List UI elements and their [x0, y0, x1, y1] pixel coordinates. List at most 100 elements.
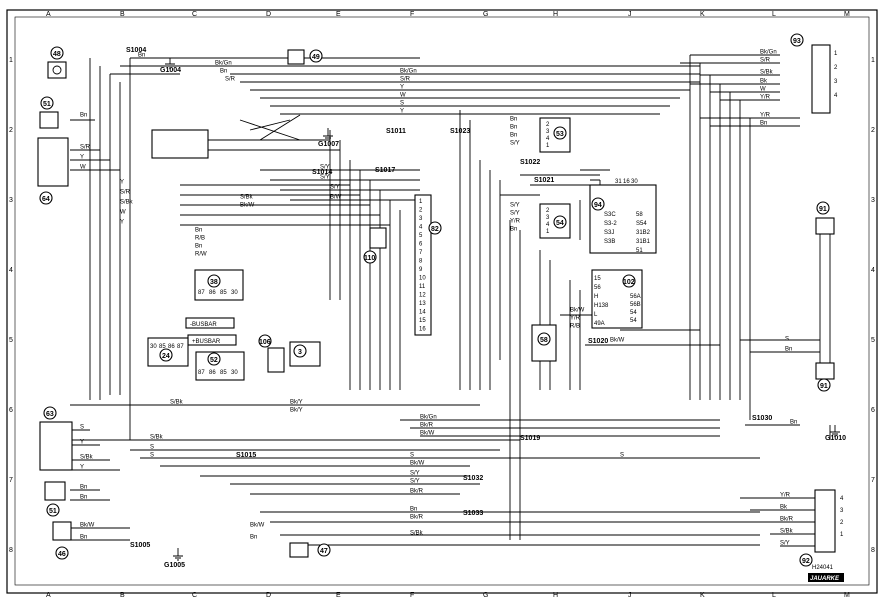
- comp92-pin-1: 1: [840, 532, 844, 538]
- component-106-tag: [258, 334, 272, 348]
- components: [37, 33, 844, 582]
- grid-col-top-E: E: [336, 11, 341, 18]
- wire-label-80: S/Bk: [780, 529, 794, 535]
- ground-g1005-label: G1005: [164, 562, 185, 569]
- grid-col-bottom-A: A: [46, 592, 51, 599]
- relay52-pin-85: 85: [220, 370, 227, 376]
- wire-label-56: Bk/R: [420, 423, 434, 429]
- comp92-pin-3: 3: [840, 508, 844, 514]
- wire-label-73: Bk/W: [80, 523, 95, 529]
- component-47-box: [289, 542, 309, 558]
- wire-label-32: R/W: [195, 252, 207, 258]
- ground-g1004-label: G1004: [160, 67, 181, 74]
- component-94-box: [589, 184, 657, 254]
- comp-48-label: 48: [53, 51, 61, 58]
- comp82-pin-7: 7: [419, 250, 423, 256]
- grid-row-right-1: 1: [871, 57, 875, 64]
- grid-col-top-G: G: [483, 11, 488, 18]
- grid-row-right-3: 3: [871, 197, 875, 204]
- ground-g1005-icon: [173, 548, 183, 561]
- comp54-pin-2: 4: [546, 222, 550, 228]
- component-110-box: [369, 227, 387, 249]
- component-64-box: [37, 137, 69, 187]
- ground-g1010-label: G1010: [825, 435, 846, 442]
- splice-s1014: S1014: [312, 169, 332, 176]
- component-63-box: [39, 421, 73, 471]
- wire-label-60: S/Y: [410, 471, 420, 477]
- splice-s1032: S1032: [463, 475, 483, 482]
- splice-s1017: S1017: [375, 167, 395, 174]
- logo-box: [808, 573, 844, 582]
- grid-row-right-7: 7: [871, 477, 875, 484]
- component-51-bottom-tag: [46, 503, 60, 517]
- wire-label-53: Bk/Y: [290, 400, 303, 406]
- comp-64-label: 64: [42, 196, 50, 203]
- component-58-tag: [537, 332, 551, 346]
- wire-label-21: W: [80, 165, 86, 171]
- component-49-tag: [309, 49, 323, 63]
- wire-label-45: Bk/W: [570, 308, 585, 314]
- busbar-neg-label: -BUSBAR: [190, 322, 217, 328]
- comp-63-label: 63: [46, 411, 54, 418]
- wire-label-77: Y/R: [780, 493, 791, 499]
- component-46-tag: [55, 546, 69, 560]
- ground-g1007-icon: [323, 128, 333, 141]
- wire-label-47: R/B: [570, 324, 580, 330]
- grid-col-top-J: J: [628, 11, 632, 18]
- wire-label-5: S/R: [400, 77, 411, 83]
- component-46-box: [52, 521, 72, 541]
- comp93-pin-4: 4: [834, 93, 838, 99]
- grid-row-left-7: 7: [9, 477, 13, 484]
- wire-label-70: Y: [80, 465, 84, 471]
- splice-s1022: S1022: [520, 159, 540, 166]
- relay52-pin-30: 30: [231, 370, 238, 376]
- comp82-pin-16: 16: [419, 327, 426, 333]
- fuse-block: [151, 129, 209, 159]
- logo-text: JAUARKE: [810, 576, 840, 582]
- splice-s1023: S1023: [450, 128, 470, 135]
- comp82-pin-10: 10: [419, 276, 426, 282]
- wire-label-37: Bn: [510, 117, 517, 123]
- comp102-pin-6: 56A: [630, 294, 641, 300]
- comp93-pin-2: 2: [834, 65, 838, 71]
- wire-label-44: Bn: [510, 227, 517, 233]
- grid-row-left-8: 8: [9, 547, 13, 554]
- wire-label-19: S/R: [80, 145, 91, 151]
- comp102-pin-3: H138: [594, 303, 609, 309]
- wire-label-69: S/Bk: [80, 455, 94, 461]
- wire-label-34: S/Y: [320, 175, 330, 181]
- comp-102-label: 102: [623, 279, 635, 286]
- splice-s1015: S1015: [236, 452, 256, 459]
- comp92-pin-2: 2: [840, 520, 844, 526]
- component-49-box: [287, 49, 305, 65]
- comp53-pin-0: 2: [546, 122, 550, 128]
- component-106-box: [267, 347, 285, 373]
- comp53-pin-1: 3: [546, 129, 550, 135]
- grid-col-bottom-F: F: [410, 592, 414, 599]
- splice-s1004: S1004: [126, 47, 146, 54]
- wire-label-42: S/Y: [510, 211, 520, 217]
- grid-row-left-6: 6: [9, 407, 13, 414]
- grid-col-bottom-K: K: [700, 592, 705, 599]
- wire-label-54: Bk/Y: [290, 408, 303, 414]
- relay38-pin-87: 87: [198, 290, 205, 296]
- grid-row-right-5: 5: [871, 337, 875, 344]
- comp102-pin-5: 49A: [594, 321, 605, 327]
- wire-label-9: Y: [400, 109, 404, 115]
- comp102-pin-7: 56B: [630, 302, 641, 308]
- component-91-top-tag: [816, 201, 830, 215]
- comp82-pin-6: 6: [419, 242, 423, 248]
- grid-col-top-H: H: [553, 11, 558, 18]
- comp82-pin-9: 9: [419, 267, 423, 273]
- comp94-pin-51: 51: [636, 248, 643, 254]
- wire-label-84: Bn: [790, 420, 797, 426]
- wire-label-33: S/Y: [320, 165, 330, 171]
- grid-col-top-K: K: [700, 11, 705, 18]
- component-48-box: [47, 61, 67, 79]
- component-110-tag: [363, 250, 377, 264]
- ground-g1007-label: G1007: [318, 141, 339, 148]
- splice-s1033: S1033: [463, 510, 483, 517]
- comp94-pin-S3J: S3J: [604, 230, 614, 236]
